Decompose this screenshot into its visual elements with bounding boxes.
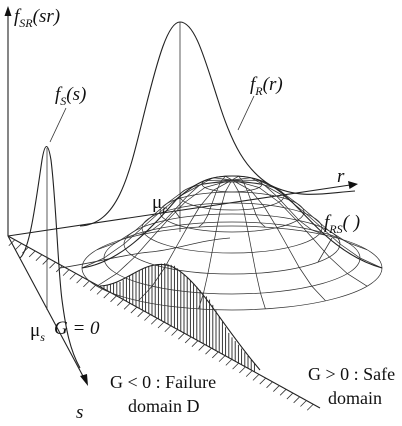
dome-meridian [96, 179, 233, 287]
ground-hatch-tick [232, 362, 239, 370]
mu-s-label: μs [30, 320, 45, 344]
ground-hatch-tick [76, 276, 83, 284]
ground-hatch-tick [35, 254, 43, 261]
fr-label-leader [237, 95, 255, 131]
s-axis [7, 235, 85, 379]
ground-hatch-tick [117, 299, 124, 306]
dome-meridian [231, 179, 266, 310]
dome-meridian [198, 179, 233, 310]
ground-hatch-tick [49, 261, 56, 269]
ground-hatch-tick [123, 303, 131, 310]
ground-hatch-tick [42, 258, 49, 265]
ground-hatch-tick [157, 321, 165, 329]
dome-meridian [231, 179, 368, 287]
s-axis-arrow [80, 374, 88, 386]
ground-hatch-tick [191, 340, 199, 347]
ground-hatch-tick [184, 336, 192, 344]
ground-hatch-tick [286, 392, 294, 400]
ground-hatch-tick [245, 370, 253, 377]
ground-hatch-tick [211, 351, 219, 359]
ground-hatch-tick [103, 291, 111, 299]
ground-hatch-tick [164, 325, 172, 333]
ground-hatch-tick [144, 314, 151, 321]
dome-contour [141, 202, 323, 254]
joint-pdf-axis-label: fSR(sr) [14, 6, 60, 30]
fs-label-leader [49, 107, 67, 143]
fs-marginal-curve [19, 145, 81, 369]
dome-meridian [231, 177, 326, 236]
safe-domain-label: G > 0 : Safe domain [308, 364, 400, 408]
ground-hatch-tick [218, 355, 226, 362]
ground-hatch-tick [150, 317, 158, 325]
dome-meridian [231, 179, 326, 302]
frs-label-leader [317, 237, 333, 263]
limit-state-label: G = 0 [54, 318, 100, 339]
ground-hatch-tick [259, 377, 267, 385]
ground-hatch-tick [178, 332, 185, 340]
ground-hatch-tick [239, 366, 246, 374]
limit-state-ground-hatch [8, 239, 314, 411]
ground-hatch-tick [130, 306, 138, 314]
dome-meridian [198, 175, 233, 228]
ground-hatch-tick [15, 243, 22, 250]
s-axis-label: s [76, 402, 83, 423]
ground-hatch-tick [293, 396, 300, 404]
ground-hatch-tick [273, 385, 280, 392]
mu-r-label: μr [152, 192, 167, 216]
r-axis-label: r [337, 166, 345, 187]
ground-hatch-tick [300, 400, 307, 407]
frs-label: fRS( ) [324, 212, 360, 236]
r-axis [7, 184, 351, 237]
dome-meridian [231, 175, 266, 228]
ground-hatch-tick [110, 295, 117, 303]
ground-hatch-tick [198, 344, 205, 351]
failure-volume-hatch [103, 263, 255, 372]
fr-marginal-curve [79, 21, 356, 227]
failure-volume-outline [99, 263, 261, 371]
ground-hatch-tick [62, 269, 70, 276]
r-axis-arrow [348, 181, 358, 189]
ground-hatch-tick [83, 280, 90, 288]
ground-hatch-tick [137, 310, 144, 318]
ground-hatch-tick [225, 359, 233, 366]
fs-label: fS(s) [55, 84, 86, 108]
ground-hatch-tick [252, 374, 260, 381]
dome-silhouette [81, 175, 383, 269]
dome-meridian [231, 179, 368, 251]
mu-r-leader [173, 209, 181, 219]
failure-domain-label: G < 0 : Failure domain D [110, 372, 221, 416]
dome-contour [81, 225, 383, 311]
ground-hatch-tick [8, 239, 16, 247]
vertical-axis-arrow [4, 6, 12, 16]
joint-density-dome [81, 175, 383, 311]
ground-hatch-tick [306, 403, 314, 411]
fr-ground-trace [59, 237, 231, 269]
ground-hatch-tick [205, 347, 212, 355]
dome-contour [179, 181, 285, 211]
ground-hatch-tick [69, 273, 77, 280]
ground-hatch-tick [266, 381, 273, 389]
fr-label: fR(r) [250, 74, 283, 98]
ground-hatch-tick [171, 329, 178, 336]
dome-meridian [138, 179, 233, 302]
ground-hatch-tick [28, 250, 36, 258]
ground-hatch-tick [279, 389, 287, 396]
